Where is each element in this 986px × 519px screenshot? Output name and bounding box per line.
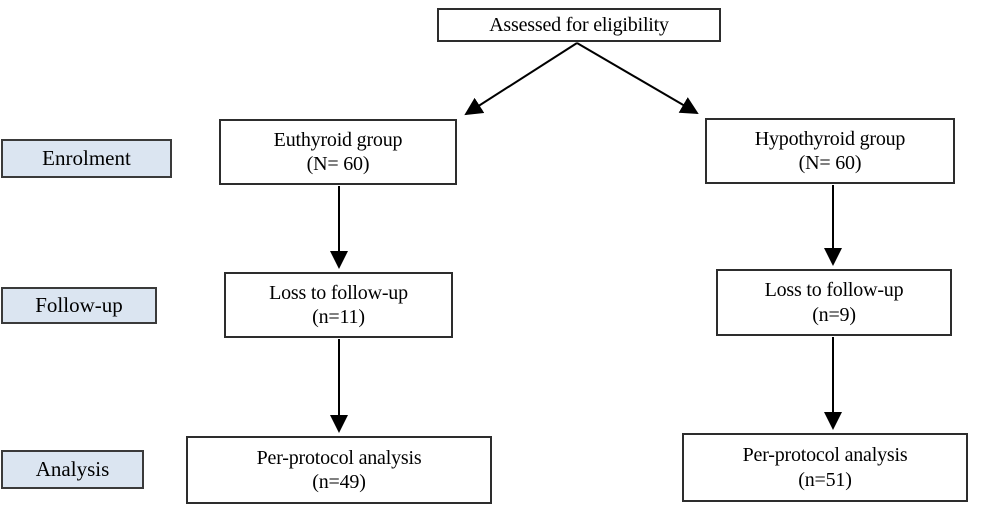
loss-left-title: Loss to follow-up — [269, 281, 408, 304]
loss-to-followup-right-box: Loss to follow-up (n=9) — [716, 269, 952, 336]
per-protocol-left-count: (n=49) — [312, 471, 366, 493]
per-protocol-right-count: (n=51) — [798, 468, 852, 491]
assessed-for-eligibility-box: Assessed for eligibility — [437, 8, 721, 42]
loss-right-count: (n=9) — [812, 303, 856, 326]
euthyroid-box-title: Euthyroid group — [273, 128, 403, 151]
stage-label-enrolment: Enrolment — [1, 139, 172, 178]
per-protocol-analysis-right-box: Per-protocol analysis (n=51) — [682, 433, 968, 502]
per-protocol-analysis-left-box: Per-protocol analysis (n=49) — [186, 436, 492, 504]
euthyroid-group-box: Euthyroid group (N= 60) — [219, 119, 457, 185]
stage-label-followup: Follow-up — [1, 287, 157, 324]
per-protocol-left-title: Per-protocol analysis — [256, 446, 422, 469]
hypothyroid-group-box: Hypothyroid group (N= 60) — [705, 118, 955, 184]
stage-label-analysis-text: Analysis — [35, 457, 110, 481]
arrow-assessed-to-hypothyroid — [576, 42, 699, 115]
hypothyroid-box-title: Hypothyroid group — [754, 127, 906, 150]
loss-left-count: (n=11) — [312, 306, 365, 328]
hypothyroid-box-count: (N= 60) — [798, 152, 862, 174]
loss-right-title: Loss to follow-up — [764, 279, 904, 302]
stage-label-analysis: Analysis — [1, 450, 144, 489]
stage-label-followup-text: Follow-up — [35, 293, 123, 317]
loss-to-followup-left-box: Loss to follow-up (n=11) — [224, 272, 453, 338]
stage-label-enrolment-text: Enrolment — [42, 146, 131, 170]
euthyroid-box-count: (N= 60) — [306, 153, 370, 175]
arrow-assessed-to-euthyroid — [464, 42, 578, 116]
per-protocol-right-title: Per-protocol analysis — [742, 444, 908, 467]
assessed-box-text: Assessed for eligibility — [489, 13, 669, 36]
